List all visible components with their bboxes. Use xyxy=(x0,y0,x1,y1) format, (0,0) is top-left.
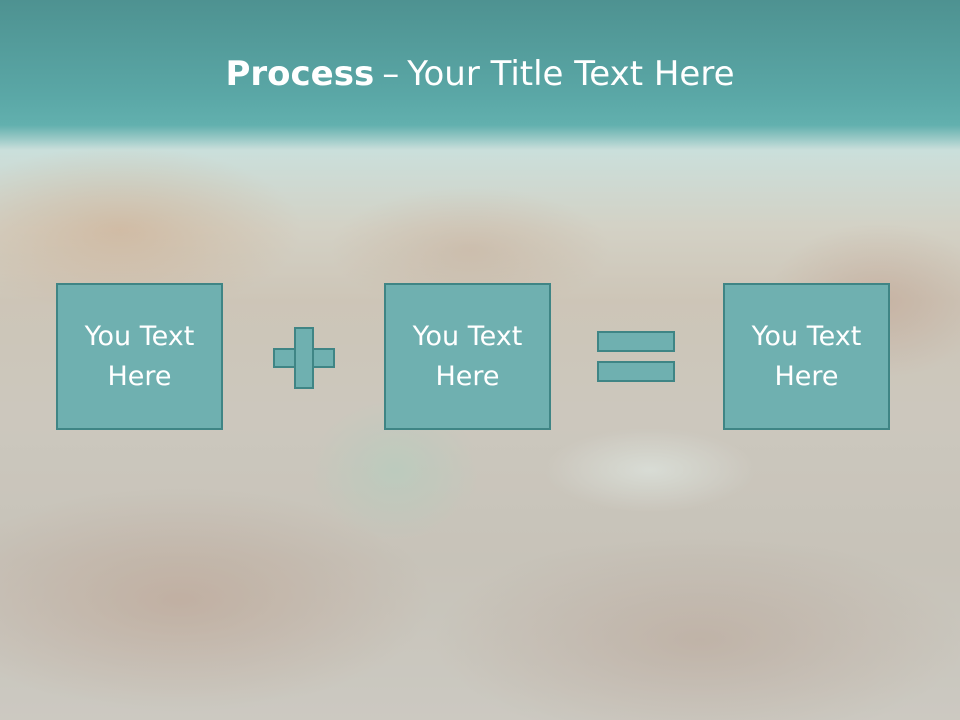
title-banner: Process–Your Title Text Here xyxy=(0,0,960,150)
equals-bottom-bar xyxy=(597,361,675,382)
process-box-1-text: You Text Here xyxy=(84,320,195,392)
slide-title: Process–Your Title Text Here xyxy=(0,52,960,96)
equals-icon xyxy=(597,331,675,383)
process-box-1[interactable]: You Text Here xyxy=(56,283,223,430)
title-separator: – xyxy=(382,54,400,94)
plus-center xyxy=(296,350,312,366)
title-text: Your Title Text Here xyxy=(407,54,735,94)
process-box-3[interactable]: You Text Here xyxy=(723,283,890,430)
process-box-2-text: You Text Here xyxy=(412,320,523,392)
process-box-2[interactable]: You Text Here xyxy=(384,283,551,430)
title-bold-part: Process xyxy=(225,54,375,94)
process-box-3-text: You Text Here xyxy=(751,320,862,392)
equals-top-bar xyxy=(597,331,675,352)
plus-icon xyxy=(273,327,335,389)
